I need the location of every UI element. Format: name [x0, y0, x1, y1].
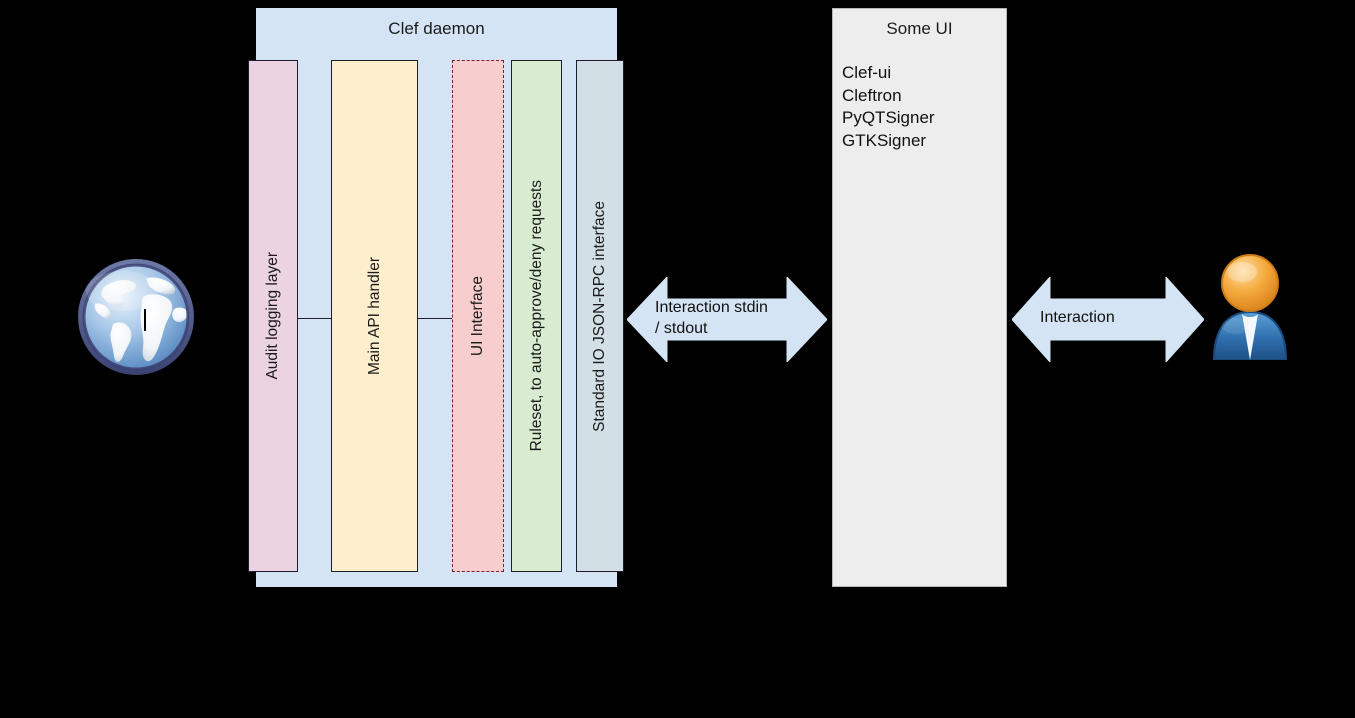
column-label-ui-interface: UI Interface	[469, 275, 487, 357]
clef-daemon-title: Clef daemon	[388, 19, 485, 38]
clef-daemon-container	[256, 8, 617, 587]
some-ui-panel	[832, 8, 1007, 587]
list-item[interactable]: GTKSigner	[842, 130, 927, 150]
column-main-api-handler[interactable]: Main API handler	[331, 60, 418, 572]
stdin-stdout-arrow	[627, 277, 827, 362]
stdin-stdout-arrow-label: Interaction stdin / stdout	[655, 299, 768, 337]
list-item[interactable]: Clef-ui	[842, 63, 892, 82]
column-label-ruleset: Ruleset, to auto-approve/deny requests	[527, 180, 545, 452]
column-label-standard-io-json-rpc: Standard IO JSON-RPC interface	[591, 200, 609, 432]
column-standard-io-json-rpc[interactable]: Standard IO JSON-RPC interface	[576, 60, 624, 572]
some-ui-title: Some UI	[886, 19, 953, 38]
some-ui-list: Clef-ui Cleftron PyQTSigner GTKSigner	[842, 62, 1007, 152]
connector-line-api-to-ui	[417, 318, 453, 319]
text-cursor-artifact	[144, 309, 146, 331]
column-ruleset[interactable]: Ruleset, to auto-approve/deny requests	[511, 60, 562, 572]
column-ui-interface[interactable]: UI Interface	[452, 60, 504, 572]
column-label-main-api-handler: Main API handler	[365, 256, 383, 376]
list-item[interactable]: Cleftron	[842, 85, 902, 105]
user-icon	[1206, 252, 1294, 360]
user-interaction-arrow	[1012, 277, 1204, 362]
column-audit-logging-layer[interactable]: Audit logging layer	[248, 60, 298, 572]
list-item[interactable]: PyQTSigner	[842, 108, 935, 127]
column-label-audit-logging-layer: Audit logging layer	[264, 252, 282, 380]
user-interaction-arrow-label: Interaction	[1040, 309, 1115, 326]
connector-line-audit-to-api	[297, 318, 332, 319]
globe-icon	[73, 254, 199, 380]
